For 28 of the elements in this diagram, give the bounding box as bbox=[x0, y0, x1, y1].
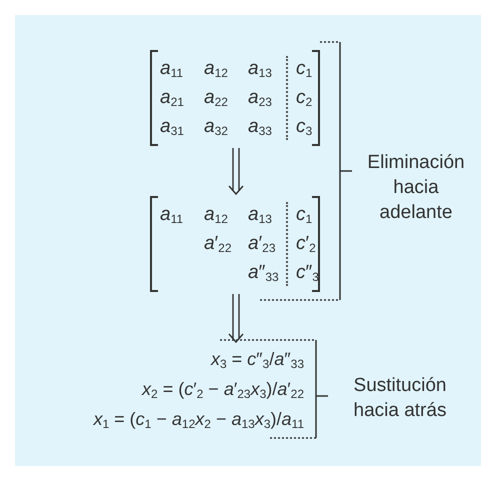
matrix-entry: c$_{3}$ bbox=[296, 116, 312, 137]
matrix-entry: a$_{22}$ bbox=[204, 87, 228, 108]
matrix-entry: a$_{11}$ bbox=[160, 58, 184, 79]
matrix-entry: a$_{32}$ bbox=[204, 116, 228, 137]
matrix-entry: a$_{13}$ bbox=[248, 58, 272, 79]
bracket-label: Sustitución hacia atrás bbox=[352, 374, 448, 423]
matrix-entry: a$_{33}$ bbox=[248, 116, 272, 137]
matrix-entry: a″$_{33}$ bbox=[248, 262, 279, 283]
matrix-entry: a′$_{23}$ bbox=[248, 233, 276, 254]
equation: x$_{1}$ = (c$_{1}$ − a$_{12}$x$_{2}$ − a$_{13}$x$_{3}$)/a$_{11}$ bbox=[93, 408, 304, 433]
matrix-entry: a′$_{22}$ bbox=[204, 233, 232, 254]
double-arrow bbox=[228, 147, 244, 196]
bracket-label: Eliminación hacia adelante bbox=[366, 151, 466, 225]
matrix-entry: a$_{23}$ bbox=[248, 87, 272, 108]
matrix-entry: c″$_{3}$ bbox=[296, 262, 319, 283]
matrix-entry: a$_{31}$ bbox=[160, 116, 184, 137]
matrix-entry: a$_{12}$ bbox=[204, 58, 228, 79]
matrix-entry: c′$_{2}$ bbox=[296, 233, 316, 254]
equation: x$_{3}$ = c″$_{3}$/a″$_{33}$ bbox=[210, 348, 304, 373]
double-arrow bbox=[228, 293, 244, 344]
matrix-entry: a$_{13}$ bbox=[248, 204, 272, 225]
matrix-entry: a$_{21}$ bbox=[160, 87, 184, 108]
matrix-entry: a$_{11}$ bbox=[160, 204, 184, 225]
equation: x$_{2}$ = (c′$_{2}$ − a′$_{23}$x$_{3}$)/a′$_{22}$ bbox=[142, 378, 304, 403]
matrix-entry: c$_{2}$ bbox=[296, 87, 312, 108]
matrix-entry: a$_{12}$ bbox=[204, 204, 228, 225]
matrix-entry: c$_{1}$ bbox=[296, 58, 312, 79]
matrix-entry: c$_{1}$ bbox=[296, 204, 312, 225]
